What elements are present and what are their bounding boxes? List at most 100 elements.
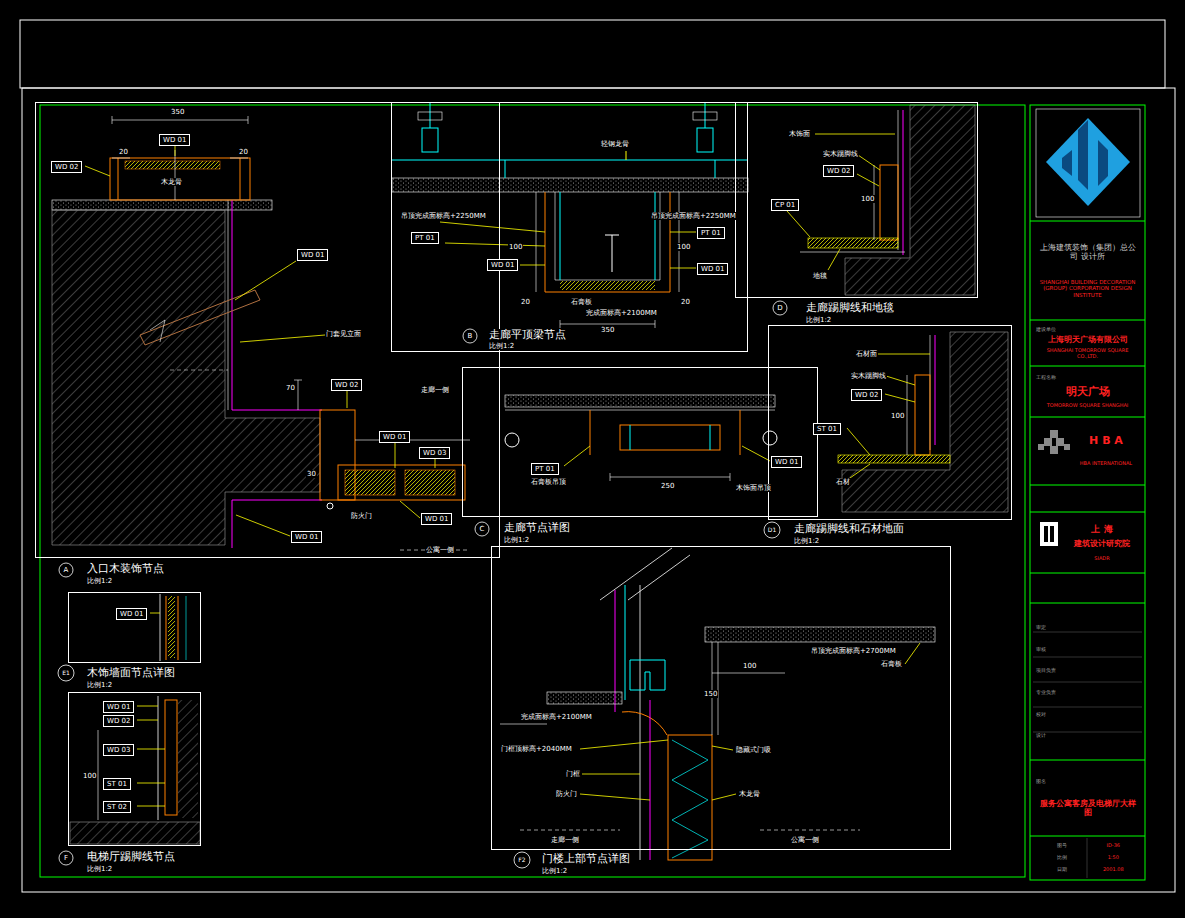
annotation-note: 门框 (565, 770, 581, 778)
title-block-text: 设计 (1036, 733, 1139, 739)
material-tag: WD 02 (331, 379, 362, 391)
title-block-text: 日期 (1036, 867, 1088, 873)
annotation-note: 木饰面 (788, 130, 811, 138)
scale-note: 比例1:2 (488, 342, 515, 350)
title-block-text: 审核 (1036, 647, 1139, 653)
annotation-note: 完成面标高+2100MM (585, 309, 658, 317)
material-tag: WD 01 (103, 701, 134, 713)
detail-title: 木饰墙面节点详图 (86, 667, 176, 680)
title-block-text: 上海建筑装饰（集团）总公司 设计所 (1036, 244, 1139, 261)
material-tag: ST 02 (103, 801, 131, 813)
annotation-note: 公寓一侧 (790, 836, 820, 844)
material-tag: PT 01 (411, 232, 439, 244)
title-block-text: 2001.08 (1088, 867, 1140, 873)
material-tag: WD 01 (116, 608, 147, 620)
title-block-grid: 图号ID-36比例1:50日期2001.08 (1033, 838, 1142, 878)
title-block-cell: 工程名称明天广场TOMORROW SQUARE SHANGHAI (1033, 368, 1142, 416)
annotation-note: 木龙骨 (160, 178, 183, 186)
detail-title: 走廊踢脚线和地毯 (805, 302, 895, 315)
scale-note: 比例1:2 (503, 536, 530, 544)
annotation-note: 隐藏式门吸 (735, 746, 772, 754)
tag-code: WD 02 (107, 717, 130, 725)
detail-frame: 走廊节点详图比例1:2PT 01WD 01 (462, 367, 818, 517)
detail-frame: 走廊踢脚线和石材地面比例1:2WD 02ST 01 (768, 325, 1012, 520)
title-block-text: ID-36 (1088, 843, 1140, 849)
title-block-text: 审定 (1036, 625, 1139, 631)
dimension-text: 70 (285, 384, 296, 392)
material-tag: PT 01 (531, 463, 559, 475)
title-block-text: 服务公寓客房及电梯厅大样图 (1036, 799, 1139, 817)
material-tag: WD 01 (487, 259, 518, 271)
title-block-text: TOMORROW SQUARE SHANGHAI (1036, 403, 1139, 409)
title-block-cell: 图名服务公寓客房及电梯厅大样图 (1033, 762, 1142, 834)
annotation-note: 石膏板吊顶 (530, 478, 567, 486)
title-block-text: 图名 (1036, 779, 1139, 785)
detail-title: 走廊节点详图 (503, 522, 571, 535)
annotation-note: 实木踢脚线 (850, 372, 887, 380)
title-block-text: 明天广场 (1036, 386, 1139, 399)
annotation-note: 走廊一侧 (420, 386, 450, 394)
annotation-note: 石膏板 (880, 660, 903, 668)
title-block-cell: H B AHBA INTERNATIONAL (1070, 420, 1142, 482)
tag-code: WD 01 (163, 136, 186, 144)
tag-code: PT 01 (701, 229, 721, 237)
tag-code: PT 01 (415, 234, 435, 242)
dimension-text: 150 (703, 690, 718, 698)
material-tag: WD 02 (103, 715, 134, 727)
scale-note: 比例1:2 (86, 865, 113, 873)
material-tag: ST 01 (813, 423, 841, 435)
detail-reference: A (64, 566, 69, 574)
material-tag: PT 01 (697, 227, 725, 239)
detail-reference: D1 (768, 527, 776, 534)
detail-reference: C (480, 525, 485, 533)
scale-note: 比例1:2 (793, 537, 820, 545)
title-block-cell: 建设单位上海明天广场有限公司SHANGHAI TOMORROW SQUARE C… (1033, 322, 1142, 365)
annotation-note: 完成面标高+2100MM (520, 713, 593, 721)
annotation-note: 防火门 (350, 512, 373, 520)
tag-code: WD 02 (855, 391, 878, 399)
detail-frame: 走廊平顶梁节点比例1:2PT 01WD 01PT 01WD 01 (391, 102, 748, 352)
title-block-text: 比例 (1036, 855, 1088, 861)
annotation-note: 木饰面吊顶 (735, 484, 772, 492)
detail-title: 走廊踢脚线和石材地面 (793, 523, 905, 536)
material-tag: ST 01 (103, 778, 131, 790)
scale-note: 比例1:2 (86, 681, 113, 689)
detail-reference: E1 (62, 670, 70, 677)
tag-code: CP 01 (775, 201, 795, 209)
detail-frame: 门楼上部节点详图比例1:2 (491, 546, 951, 850)
dimension-text: 100 (82, 772, 97, 780)
tag-code: WD 01 (107, 703, 130, 711)
material-tag: WD 01 (697, 263, 728, 275)
annotation-note: 吊顶完成面标高+2250MM (650, 212, 737, 220)
annotation-note: 门框顶标高+2040MM (500, 745, 573, 753)
detail-frame: 走廊踢脚线和地毯比例1:2WD 02CP 01 (735, 102, 978, 298)
tag-code: WD 03 (423, 449, 446, 457)
scale-note: 比例1:2 (805, 316, 832, 324)
dimension-text: 100 (860, 195, 875, 203)
tag-code: WD 01 (295, 533, 318, 541)
title-block-text: 1:50 (1088, 855, 1140, 861)
annotation-note: 防火门 (555, 790, 578, 798)
tag-code: WD 01 (701, 265, 724, 273)
dimension-text: 100 (890, 412, 905, 420)
dimension-text: 20 (680, 298, 691, 306)
title-block-text: SIADR (1065, 556, 1139, 562)
tag-code: WD 01 (491, 261, 514, 269)
detail-frame: 电梯厅踢脚线节点比例1:2WD 01WD 02WD 03ST 01ST 02 (68, 692, 201, 846)
title-block-cell: 审定审核项目负责专业负责校对设计 (1033, 607, 1142, 757)
title-block-text: 校对 (1036, 712, 1139, 718)
annotation-note: 石材面 (855, 350, 878, 358)
title-block-text: 建设单位 (1036, 327, 1139, 333)
material-tag: WD 01 (159, 134, 190, 146)
annotation-note: 石膏板 (570, 298, 593, 306)
detail-reference: F (64, 854, 68, 862)
tag-code: WD 02 (55, 163, 78, 171)
material-tag: WD 01 (771, 456, 802, 468)
detail-reference: D (777, 304, 782, 312)
title-block-text: H B A (1073, 435, 1139, 448)
title-block-text: 图号 (1036, 843, 1088, 849)
annotation-note: 吊顶完成面标高+2700MM (810, 647, 897, 655)
detail-title: 门楼上部节点详图 (541, 853, 631, 866)
material-tag: WD 01 (291, 531, 322, 543)
